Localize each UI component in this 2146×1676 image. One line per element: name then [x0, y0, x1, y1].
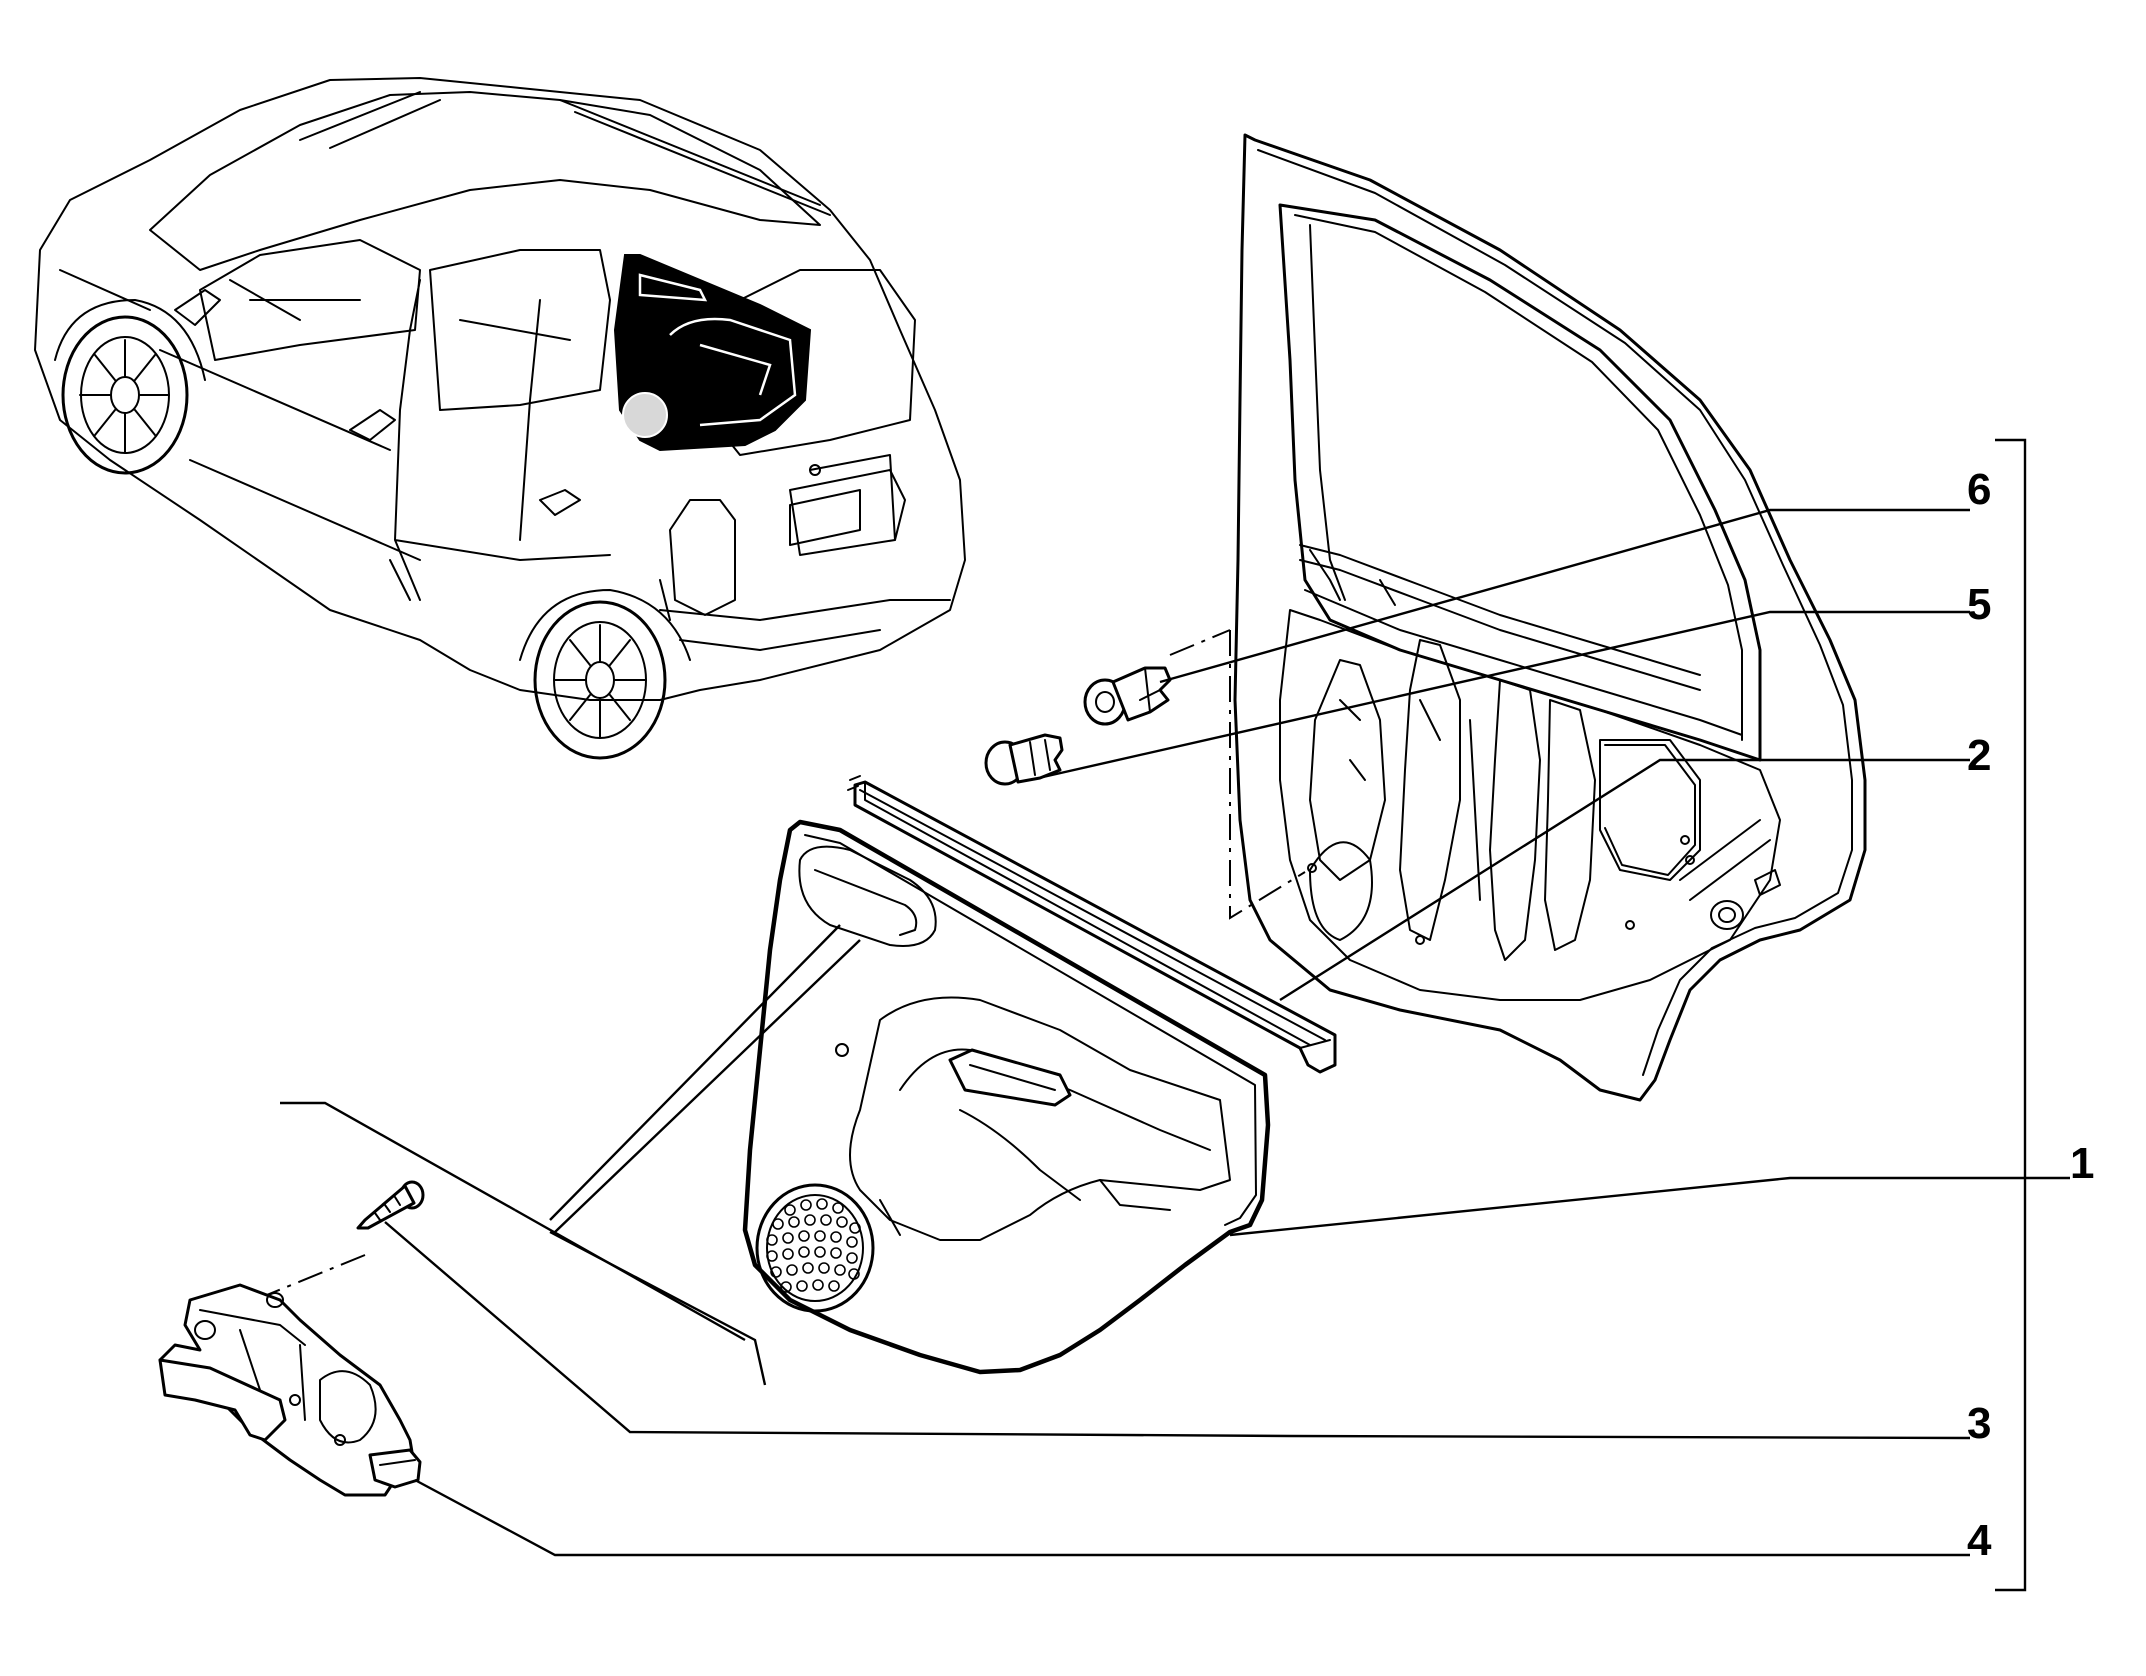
trim-clip-part — [1083, 666, 1172, 726]
callout-3: 3 — [1967, 1399, 1991, 1448]
rivet-plug-part — [984, 733, 1064, 786]
highlighted-door-trim — [613, 254, 812, 452]
callout-5: 5 — [1967, 580, 1991, 629]
alignment-lines — [229, 629, 1306, 1311]
door-handle-bracket-part — [158, 1283, 422, 1497]
speaker-grille — [766, 1198, 861, 1293]
car-overview-illustration — [34, 77, 966, 760]
callout-6: 6 — [1967, 465, 1991, 514]
callout-2: 2 — [1967, 731, 1991, 780]
window-seal-strip-part — [847, 775, 1337, 1074]
tapping-screw-part — [356, 1180, 425, 1230]
door-trim-panel-part — [742, 819, 1271, 1375]
leader-lines — [280, 438, 2070, 1592]
callout-4: 4 — [1967, 1516, 1992, 1565]
callout-labels: 6 5 2 1 3 4 — [1967, 465, 2094, 1565]
door-frame-illustration — [1233, 133, 1867, 1102]
callout-1: 1 — [2070, 1139, 2094, 1188]
